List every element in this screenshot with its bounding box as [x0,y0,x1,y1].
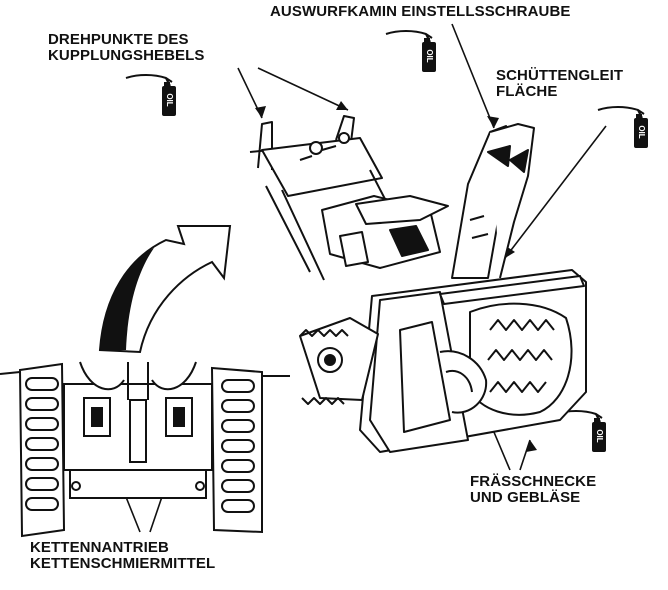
label-track-drive-lubricant-line1: KETTENNANTRIEB [30,539,169,556]
label-track-drive-lubricant: KETTENNANTRIEB KETTENSCHMIERMITTEL [30,540,215,572]
label-chute-adjust-bolt-line1: AUSWURFKAMIN EINSTELLSSCHRAUBE [270,3,571,20]
oil-can-label: OIL [595,429,604,442]
label-clutch-lever-pivots: DREHPUNKTE DES KUPPLUNGSHEBELS [48,32,205,64]
label-track-drive-lubricant-line2: KETTENSCHMIERMITTEL [30,555,216,572]
label-auger-impeller-line2: UND GEBLÄSE [470,489,581,506]
track-detail-view [0,361,290,538]
oil-can-label: OIL [637,125,646,138]
rotate-arrow-icon [98,225,232,354]
label-chute-slide-surface-line1: SCHÜTTENGLEIT [496,67,624,84]
label-clutch-lever-pivots-line1: DREHPUNKTE DES [48,31,189,48]
label-auger-impeller-line1: FRÄSSCHNECKE [470,473,597,490]
label-chute-slide-surface: SCHÜTTENGLEIT FLÄCHE [496,68,623,100]
label-auger-impeller: FRÄSSCHNECKE UND GEBLÄSE [470,474,596,506]
oil-can-label: OIL [165,93,174,106]
label-chute-adjust-bolt: AUSWURFKAMIN EINSTELLSSCHRAUBE [270,4,571,20]
oil-can-label: OIL [425,49,434,62]
snowblower-illustration [249,115,587,453]
label-chute-slide-surface-line2: FLÄCHE [496,83,558,100]
label-clutch-lever-pivots-line2: KUPPLUNGSHEBELS [48,47,205,64]
